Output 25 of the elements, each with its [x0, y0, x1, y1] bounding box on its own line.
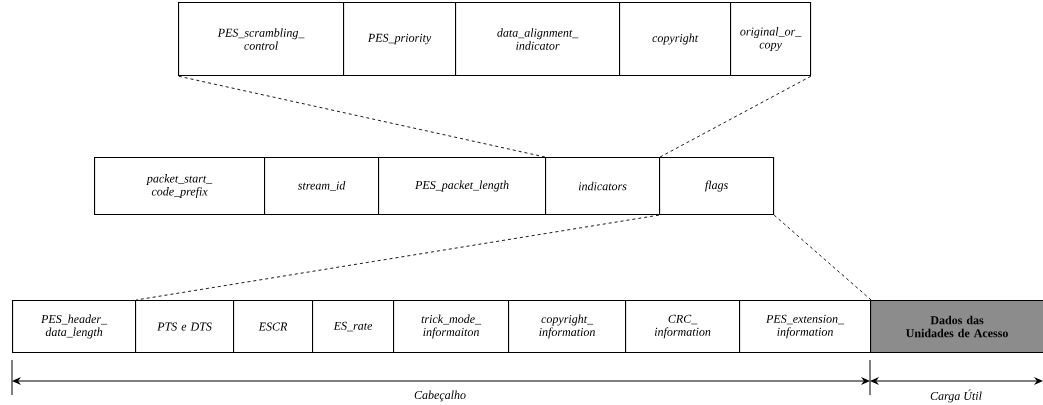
field-cell: PES_scrambling_ control [178, 2, 345, 77]
zoom-line [177, 75, 546, 158]
field-cell: data_alignment_ indicator [455, 2, 621, 77]
payload-cell: Dados das Unidades de Acesso [870, 300, 1043, 354]
field-cell: indicators [545, 157, 661, 216]
field-cell: packet_start_ code_prefix [94, 157, 266, 216]
field-cell: PES_extension_ information [739, 300, 872, 354]
field-cell: copyright_ information [508, 300, 627, 354]
field-cell: ES_rate [312, 300, 395, 354]
field-cell: trick_mode_ informaiton [393, 300, 510, 354]
field-cell: flags [659, 157, 775, 216]
field-cell: PES_packet_length [378, 157, 547, 216]
zoom-line [773, 214, 872, 301]
field-cell: PTS e DTS [135, 300, 235, 354]
dimension-label: Carga Útil [930, 389, 982, 403]
field-cell: PES_header_ data_length [12, 300, 137, 354]
dimension-label: Cabeçalho [414, 390, 466, 402]
field-cell: copyright [619, 2, 732, 77]
field-cell: ESCR [233, 300, 314, 354]
zoom-line [659, 75, 812, 158]
field-cell: PES_priority [343, 2, 457, 77]
zoom-line [135, 214, 660, 301]
field-cell: stream_id [264, 157, 380, 216]
field-cell: original_or_ copy [730, 2, 812, 77]
field-cell: CRC_ information [625, 300, 741, 354]
